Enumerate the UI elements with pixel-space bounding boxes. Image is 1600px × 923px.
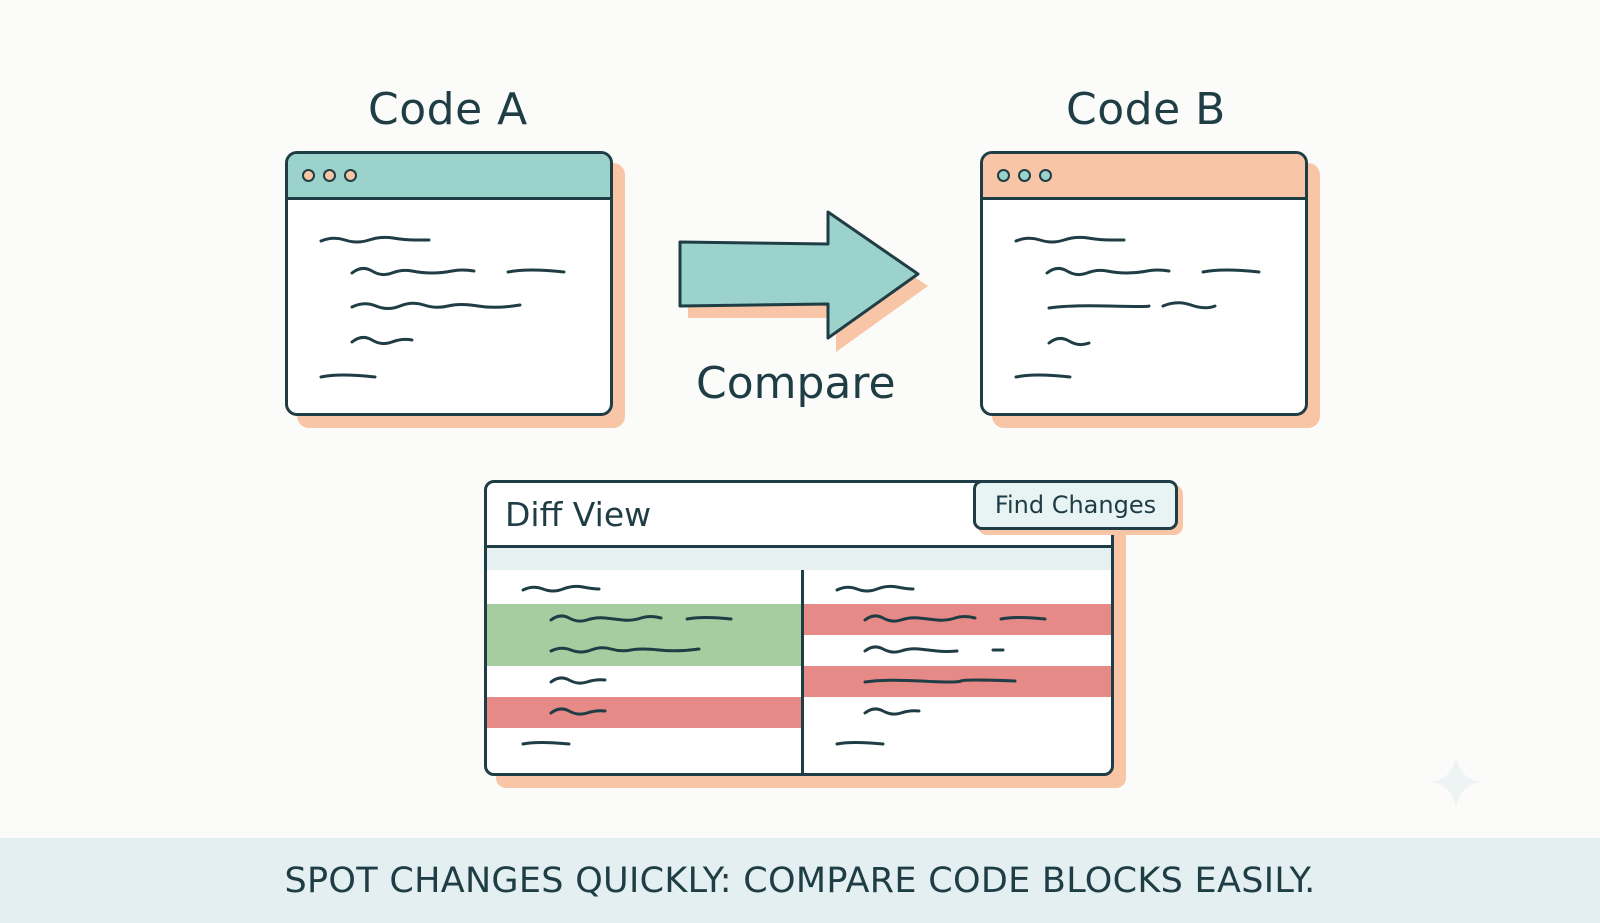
code-line	[549, 614, 733, 623]
code-line	[863, 707, 921, 716]
tagline: SPOT CHANGES QUICKLY: COMPARE CODE BLOCK…	[284, 860, 1316, 901]
code-line	[835, 741, 885, 746]
removed-highlight	[804, 604, 1111, 635]
code-b-title: Code B	[1066, 84, 1226, 135]
code-line	[549, 676, 607, 685]
sparkle-icon	[1430, 756, 1482, 808]
removed-highlight	[487, 697, 801, 728]
code-b-lines	[1014, 235, 1261, 379]
window-dot-icon	[997, 169, 1010, 182]
code-b-window	[980, 151, 1308, 416]
code-a-lines	[319, 235, 566, 379]
window-dot-icon	[344, 169, 357, 182]
footer-banner: SPOT CHANGES QUICKLY: COMPARE CODE BLOCK…	[0, 838, 1600, 923]
added-highlight	[487, 604, 801, 666]
diff-column-divider	[801, 570, 804, 773]
diff-header-divider	[487, 545, 1111, 548]
code-line	[863, 645, 1005, 654]
code-line	[863, 614, 1047, 623]
window-dot-icon	[302, 169, 315, 182]
compare-label: Compare	[696, 358, 896, 409]
code-line	[521, 741, 571, 746]
code-a-title: Code A	[368, 84, 528, 135]
diff-subbar	[487, 548, 1111, 570]
code-b-titlebar	[983, 154, 1305, 200]
window-dot-icon	[323, 169, 336, 182]
code-line	[863, 678, 1017, 684]
code-a-titlebar	[288, 154, 610, 200]
code-line	[549, 707, 607, 716]
find-changes-button[interactable]: Find Changes	[973, 480, 1178, 530]
arrow-right-icon	[678, 210, 928, 352]
code-line	[835, 584, 915, 593]
code-line	[521, 584, 601, 593]
diff-content	[487, 584, 1111, 746]
window-dot-icon	[1039, 169, 1052, 182]
code-line	[549, 646, 701, 654]
window-dot-icon	[1018, 169, 1031, 182]
diff-view-title: Diff View	[505, 495, 652, 534]
code-a-window	[285, 151, 613, 416]
